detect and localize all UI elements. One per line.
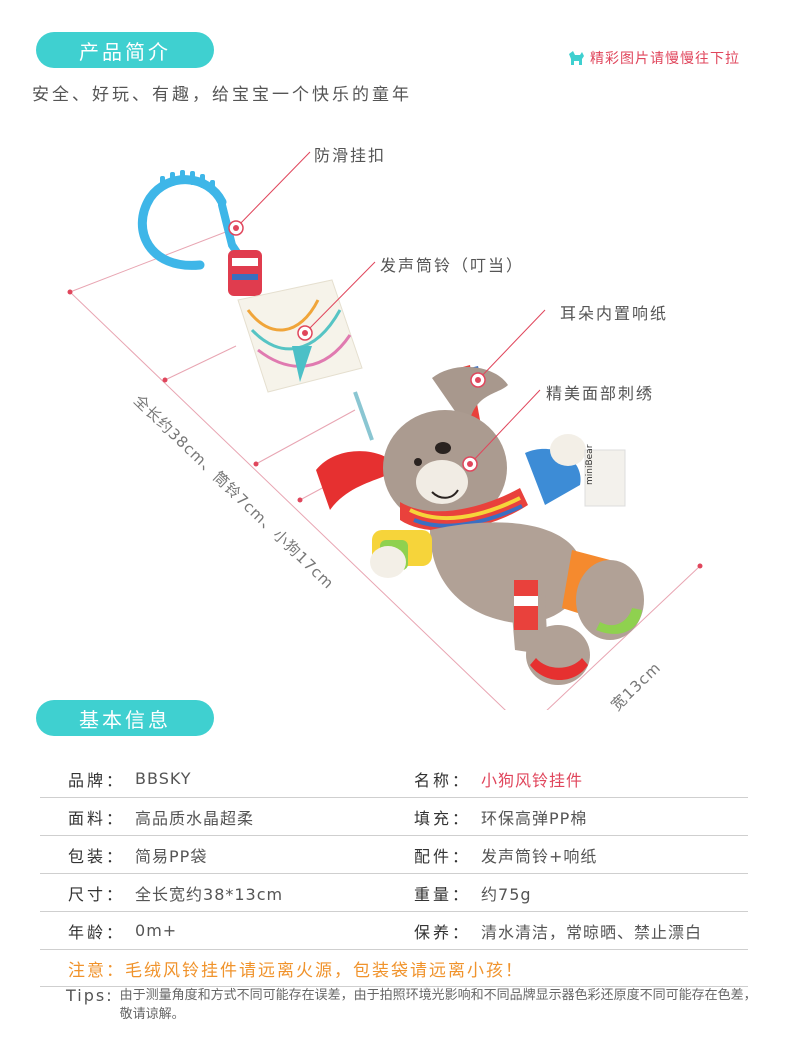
spec-table: 品牌： BBSKY 名称： 小狗风铃挂件 面料： 高品质水晶超柔 填充： 环保高弹PP棉… (40, 760, 748, 987)
spec-row: 包装： 简易PP袋 配件： 发声筒铃+响纸 (40, 836, 748, 874)
tips: Tips: 由于测量角度和方式不同可能存在误差，由于拍照环境光影响和不同品牌显示… (66, 986, 766, 1024)
tips-label: Tips: (66, 986, 114, 1005)
spec-row: 年龄： 0m+ 保养： 清水清洁，常晾晒、禁止漂白 (40, 912, 748, 950)
spec-label: 保养： (414, 922, 472, 942)
spec-label: 包装： (68, 846, 126, 866)
strap (228, 250, 262, 296)
hook-ring (137, 170, 246, 270)
dog-toy: miniBear (316, 365, 644, 685)
spec-value: 小狗风铃挂件 (481, 770, 584, 790)
warning-text: 注意：毛绒风铃挂件请远离火源，包装袋请远离小孩！ (68, 960, 524, 981)
spec-value: 环保高弹PP棉 (481, 808, 588, 828)
spec-value: 简易PP袋 (135, 846, 208, 866)
spec-row: 尺寸： 全长宽约38*13cm 重量： 约75g (40, 874, 748, 912)
warning-row: 注意：毛绒风铃挂件请远离火源，包装袋请远离小孩！ (40, 950, 748, 987)
intro-subtitle: 安全、好玩、有趣，给宝宝一个快乐的童年 (32, 85, 412, 105)
callout-hook: 防滑挂扣 (314, 146, 387, 165)
section-title-basic-text: 基本信息 (79, 707, 171, 732)
section-title-intro: 产品简介 (36, 32, 214, 68)
spec-label: 面料： (68, 808, 126, 828)
scroll-hint: 精彩图片请慢慢往下拉 (566, 48, 740, 68)
spec-value: 0m+ (135, 921, 178, 940)
spec-label: 尺寸： (68, 884, 126, 904)
spec-value: 约75g (481, 884, 532, 904)
section-title-intro-text: 产品简介 (79, 39, 171, 64)
spec-label: 重量： (414, 884, 472, 904)
spec-label: 名称： (414, 770, 472, 790)
spec-label: 配件： (414, 846, 472, 866)
scroll-hint-text: 精彩图片请慢慢往下拉 (590, 51, 740, 67)
spec-value: 发声筒铃+响纸 (481, 846, 598, 866)
product-illustration: miniBear (67, 151, 703, 710)
section-title-basic: 基本信息 (36, 700, 214, 736)
spec-label: 品牌： (68, 770, 126, 790)
product-tag-text: miniBear (585, 444, 595, 485)
dimension-dots (67, 289, 703, 569)
callout-markers (228, 220, 486, 472)
callout-lines (235, 151, 546, 465)
spec-label: 年龄： (68, 922, 126, 942)
spec-value: BBSKY (135, 769, 192, 788)
spec-value: 全长宽约38*13cm (135, 884, 284, 904)
spec-row: 面料： 高品质水晶超柔 填充： 环保高弹PP棉 (40, 798, 748, 836)
bell-string (353, 391, 374, 441)
spec-row: 品牌： BBSKY 名称： 小狗风铃挂件 (40, 760, 748, 798)
callout-ear: 耳朵内置响纸 (560, 304, 669, 323)
spec-value: 高品质水晶超柔 (135, 808, 255, 828)
spec-label: 填充： (414, 808, 472, 828)
tips-text: 由于测量角度和方式不同可能存在误差，由于拍照环境光影响和不同品牌显示器色彩还原度… (119, 988, 757, 1022)
dog-icon (569, 51, 584, 65)
callout-bell: 发声筒铃（叮当） (380, 256, 525, 275)
spec-value: 清水清洁，常晾晒、禁止漂白 (481, 922, 703, 942)
callout-face: 精美面部刺绣 (546, 384, 655, 403)
